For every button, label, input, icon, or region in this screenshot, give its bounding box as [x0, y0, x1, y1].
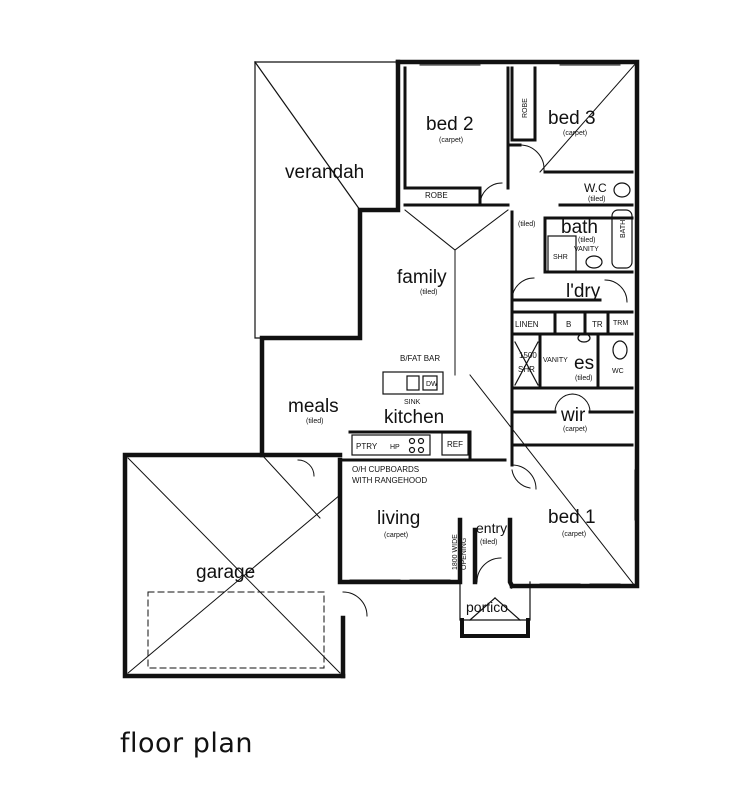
hotplate-label: HP: [390, 444, 400, 451]
fridge-label: REF: [447, 440, 463, 449]
garage-car-outline: [147, 591, 325, 669]
fixtures: [351, 182, 633, 638]
bed2-label: bed 2: [426, 114, 474, 135]
meals-finish: (tiled): [306, 418, 324, 425]
windows: [261, 64, 636, 585]
wir-finish: (carpet): [563, 426, 587, 433]
tr-label: TR: [592, 320, 603, 329]
bed3-finish: (carpet): [563, 130, 587, 137]
living-label: living: [377, 508, 420, 529]
verandah-label: verandah: [285, 162, 364, 183]
wc-finish: (tiled): [588, 196, 606, 203]
bath-finish: (tiled): [578, 237, 596, 244]
portico-label: portico: [466, 599, 508, 615]
kitchen-label: kitchen: [384, 407, 444, 428]
linen-label: LINEN: [515, 320, 539, 329]
b-label: B: [566, 320, 571, 329]
bath-label: bath: [561, 217, 598, 238]
family-label: family: [397, 267, 447, 288]
bath-shower-label: SHR: [553, 254, 568, 261]
exterior-walls: [122, 59, 640, 679]
trm-label: TRM: [613, 320, 628, 327]
opening-label: OPENING: [461, 538, 468, 570]
floor-plan-title: floor plan: [120, 728, 254, 759]
bfat-bar-label: B/FAT BAR: [400, 354, 440, 363]
dishwasher-label: DW: [426, 381, 438, 388]
rangehood-label: WITH RANGEHOOD: [352, 476, 427, 485]
door-swings: [297, 144, 628, 617]
cupboards-label: O/H CUPBOARDS: [352, 465, 419, 474]
robe-horizontal-label: ROBE: [425, 191, 448, 200]
room-diagonals: [127, 61, 638, 674]
ensuite-label: es: [574, 353, 594, 374]
ensuite-vanity-label: VANITY: [543, 357, 568, 364]
ensuite-finish: (tiled): [575, 375, 593, 382]
verandah-area: [254, 61, 399, 339]
family-finish: (tiled): [420, 289, 438, 296]
meals-label: meals: [288, 396, 339, 417]
bed3-label: bed 3: [548, 108, 596, 129]
ensuite-shower-size: 1500: [519, 351, 537, 360]
entry-label: entry: [476, 520, 507, 536]
bed1-label: bed 1: [548, 507, 596, 528]
living-finish: (carpet): [384, 532, 408, 539]
entry-finish: (tiled): [480, 539, 498, 546]
room-labels: verandah bed 2 (carpet) bed 3 (carpet) R…: [196, 98, 628, 615]
bed2-finish: (carpet): [439, 137, 463, 144]
wc-label: W.C: [584, 181, 607, 195]
interior-walls: [338, 66, 634, 467]
bath-tub-label: BATH: [620, 220, 627, 238]
wir-label: wir: [560, 405, 586, 426]
hall-finish: (tiled): [518, 221, 536, 228]
bed1-finish: (carpet): [562, 531, 586, 538]
bath-vanity-label: VANITY: [574, 246, 599, 253]
opening-size-label: 1800 WIDE: [452, 534, 459, 570]
pantry-label: PTRY: [356, 442, 378, 451]
sink-label: SINK: [404, 399, 421, 406]
ensuite-wc-label: WC: [612, 368, 624, 375]
garage-label: garage: [196, 562, 255, 583]
laundry-label: l'dry: [566, 281, 601, 302]
ensuite-shower-label: SHR: [518, 365, 535, 374]
robe-vertical-label: ROBE: [522, 98, 529, 118]
